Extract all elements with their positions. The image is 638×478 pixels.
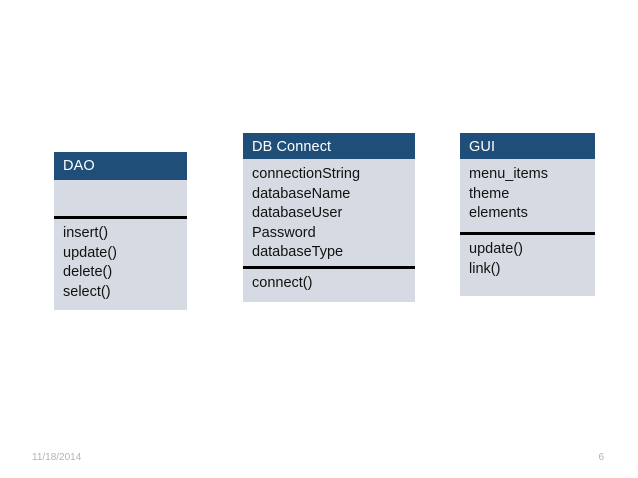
footer-date: 11/18/2014 xyxy=(32,452,82,463)
uml-class-gui[interactable]: GUI menu_items theme elements update() l… xyxy=(460,133,595,296)
uml-attribute: connectionString xyxy=(252,166,361,182)
uml-operation: link() xyxy=(469,260,501,277)
uml-class-dao[interactable]: DAO insert() update() delete() select() xyxy=(54,152,187,310)
uml-class-name-db-connect: DB Connect xyxy=(243,133,415,159)
uml-attributes-compartment-db-connect: connectionString databaseName databaseUs… xyxy=(243,159,415,266)
uml-attribute: databaseUser xyxy=(252,205,343,221)
uml-operation: insert() xyxy=(63,225,109,241)
uml-attributes-compartment-gui: menu_items theme elements xyxy=(460,159,595,232)
uml-attribute: databaseType xyxy=(252,244,344,260)
uml-operations-compartment-gui: update() link() xyxy=(460,235,595,284)
uml-operation: delete() xyxy=(63,264,113,280)
uml-operation: select() xyxy=(63,283,111,300)
uml-compartment-divider-db-connect xyxy=(243,266,415,269)
uml-attribute: menu_items xyxy=(469,166,548,182)
uml-operation: connect() xyxy=(252,275,313,291)
uml-attributes-compartment-dao xyxy=(54,180,187,216)
uml-operation: update() xyxy=(63,244,118,261)
uml-attribute: theme xyxy=(469,185,510,202)
uml-attribute: Password xyxy=(252,224,316,241)
uml-operations-compartment-dao: insert() update() delete() select() xyxy=(54,219,187,307)
uml-class-name-gui: GUI xyxy=(460,133,595,159)
uml-class-db-connect[interactable]: DB Connect connectionString databaseName… xyxy=(243,133,415,302)
footer-page-number: 6 xyxy=(598,452,604,463)
uml-operation: update() xyxy=(469,241,524,257)
uml-operations-compartment-db-connect: connect() xyxy=(243,269,415,299)
uml-class-name-dao: DAO xyxy=(54,152,187,180)
uml-compartment-divider-gui xyxy=(460,232,595,235)
uml-attribute: elements xyxy=(469,205,528,221)
uml-attribute: databaseName xyxy=(252,185,351,202)
uml-compartment-divider-dao xyxy=(54,216,187,219)
